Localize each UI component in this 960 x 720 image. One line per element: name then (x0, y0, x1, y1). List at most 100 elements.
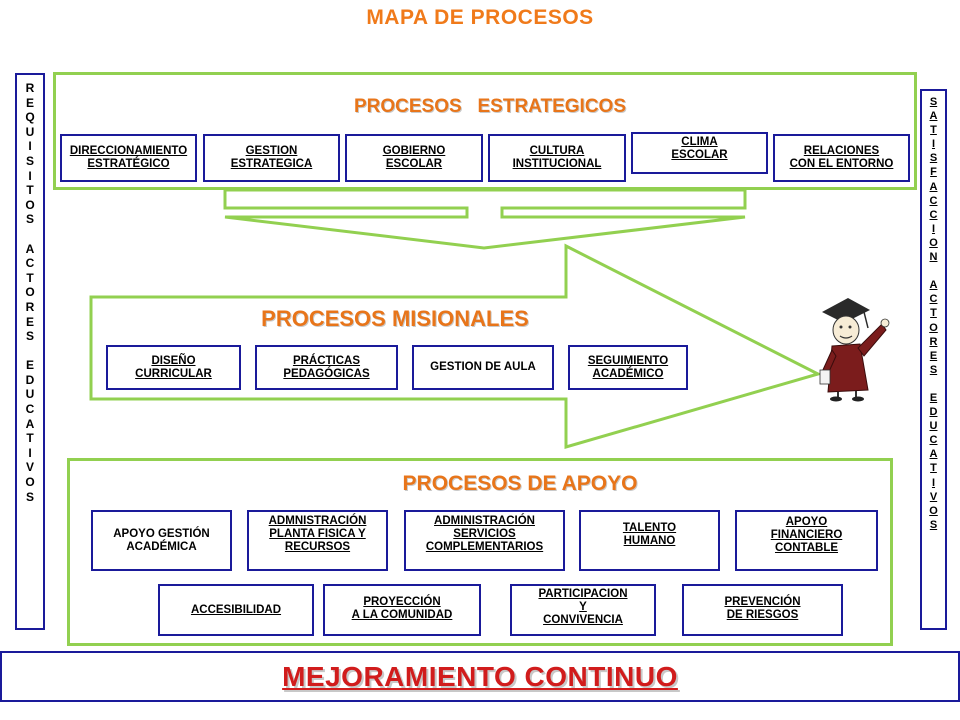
page-title: MAPA DE PROCESOS (366, 6, 594, 29)
process-box-direccionamiento[interactable]: DIRECCIONAMIENTO ESTRATÉGICO (60, 134, 197, 182)
process-label: DIRECCIONAMIENTO ESTRATÉGICO (69, 145, 188, 170)
strip-letter: S (929, 152, 938, 165)
strip-letter: T (930, 307, 937, 320)
strip-letter: O (25, 285, 35, 300)
process-label: APOYO GESTIÓN ACADÉMICA (113, 527, 210, 553)
strip-letter: T (26, 270, 34, 285)
process-box-apoyo-gestion-academica[interactable]: APOYO GESTIÓN ACADÉMICA (91, 510, 232, 571)
strip-letter: E (929, 349, 938, 362)
process-label: GESTION ESTRATEGICA (230, 145, 313, 170)
continuous-improvement-banner: MEJORAMIENTO CONTINUO (0, 651, 960, 702)
process-label: GOBIERNO ESCOLAR (382, 145, 446, 170)
strip-letter: E (929, 391, 938, 404)
strip-letter: O (25, 475, 35, 490)
process-label: PREVENCIÓN DE RIESGOS (724, 596, 801, 621)
strip-letter: S (25, 212, 34, 227)
strip-letter: T (26, 431, 34, 446)
process-label: GESTION DE AULA (430, 361, 536, 373)
graduate-figure-illustration (819, 298, 890, 402)
strip-letter: R (25, 299, 35, 314)
strip-letter: V (25, 460, 34, 475)
strip-letter: I (28, 445, 32, 460)
strip-letter: T (930, 462, 937, 475)
process-box-clima-escolar[interactable]: CLIMA ESCOLAR (631, 132, 768, 174)
strip-letter: O (929, 504, 938, 517)
support-processes-title: PROCESOS DE APOYO (402, 472, 638, 495)
process-label: PROYECCIÓN A LA COMUNIDAD (351, 596, 453, 621)
process-box-prevencion-riesgos[interactable]: PREVENCIÓN DE RIESGOS (682, 584, 843, 636)
missional-processes-title: PROCESOS MISIONALES (261, 306, 529, 331)
process-label: CULTURA INSTITUCIONAL (512, 145, 602, 170)
process-box-cultura-institucional[interactable]: CULTURA INSTITUCIONAL (488, 134, 626, 182)
process-label: DISEÑO CURRICULAR (135, 354, 212, 380)
strip-letter: A (929, 279, 938, 292)
process-box-gestion-aula[interactable]: GESTION DE AULA (412, 345, 554, 390)
strip-letter: I (931, 222, 936, 235)
strip-letter: U (25, 387, 35, 402)
process-label: ACCESIBILIDAD (190, 603, 282, 616)
process-box-proyeccion-comunidad[interactable]: PROYECCIÓN A LA COMUNIDAD (323, 584, 481, 636)
process-label: RELACIONES CON EL ENTORNO (789, 145, 894, 170)
strip-letter: A (929, 180, 938, 193)
strip-letter: S (25, 489, 34, 504)
strip-letter: C (25, 402, 35, 417)
strip-letter: I (28, 168, 32, 183)
process-box-accesibilidad[interactable]: ACCESIBILIDAD (158, 584, 314, 636)
process-box-talento-humano[interactable]: TALENTO HUMANO (579, 510, 720, 571)
strip-letter: A (25, 241, 35, 256)
process-box-apoyo-financiero[interactable]: APOYO FINANCIERO CONTABLE (735, 510, 878, 571)
process-label: CLIMA ESCOLAR (671, 136, 728, 161)
process-label: PARTICIPACION Y CONVIVENCIA (538, 588, 628, 626)
strip-letter: C (929, 434, 938, 447)
process-box-diseno-curricular[interactable]: DISEÑO CURRICULAR (106, 345, 241, 390)
strip-letter: C (25, 256, 35, 271)
process-box-planta-fisica[interactable]: ADMNISTRACIÓN PLANTA FISICA Y RECURSOS (247, 510, 388, 571)
strip-letter: U (25, 124, 35, 139)
process-box-servicios-complementarios[interactable]: ADMINISTRACIÓN SERVICIOS COMPLEMENTARIOS (404, 510, 565, 571)
strip-letter: C (929, 208, 938, 221)
strip-letter: E (25, 314, 34, 329)
strip-letter: Q (25, 110, 35, 125)
strip-letter: V (929, 490, 938, 503)
continuous-improvement-label: MEJORAMIENTO CONTINUO (282, 660, 678, 692)
strip-letter: S (929, 96, 938, 108)
right-vertical-strip: S A T I S F A C C I O N A C T O R E S E … (920, 89, 947, 630)
strip-letter: O (929, 236, 938, 249)
process-box-relaciones-entorno[interactable]: RELACIONES CON EL ENTORNO (773, 134, 910, 182)
process-label: TALENTO HUMANO (622, 522, 677, 547)
strip-letter: I (28, 139, 32, 154)
strip-letter: D (25, 372, 35, 387)
process-box-gestion-estrategica[interactable]: GESTION ESTRATEGICA (203, 134, 340, 182)
strip-letter: C (929, 293, 938, 306)
process-box-practicas-pedagogicas[interactable]: PRÁCTICAS PEDAGÓGICAS (255, 345, 398, 390)
strip-letter: S (929, 518, 938, 531)
strip-letter: T (26, 183, 34, 198)
strip-letter: O (25, 197, 35, 212)
strip-letter: E (25, 95, 34, 110)
left-vertical-strip: R E Q U I S I T O S A C T O R E S E D U … (15, 73, 45, 630)
process-label: APOYO FINANCIERO CONTABLE (770, 516, 843, 554)
strip-letter: A (929, 110, 938, 123)
process-box-participacion-convivencia[interactable]: PARTICIPACION Y CONVIVENCIA (510, 584, 656, 636)
strategic-processes-title: PROCESOS ESTRATEGICOS (353, 96, 627, 117)
process-label: PRÁCTICAS PEDAGÓGICAS (283, 354, 370, 380)
strategic-processes-frame (53, 72, 917, 190)
strip-letter: I (931, 476, 936, 489)
strip-letter: R (25, 81, 35, 95)
down-arrow (223, 188, 747, 250)
strip-letter: E (25, 358, 34, 373)
strip-letter: U (929, 420, 938, 433)
process-box-gobierno-escolar[interactable]: GOBIERNO ESCOLAR (345, 134, 483, 182)
strip-letter: T (930, 124, 937, 137)
strip-letter: C (929, 194, 938, 207)
strip-letter: R (929, 335, 938, 348)
strip-letter: A (929, 448, 938, 461)
process-label: ADMNISTRACIÓN PLANTA FISICA Y RECURSOS (268, 515, 367, 553)
strip-letter: O (929, 321, 938, 334)
process-box-seguimiento-academico[interactable]: SEGUIMIENTO ACADÉMICO (568, 345, 688, 390)
strip-letter: F (930, 166, 937, 179)
strip-letter: I (931, 138, 936, 151)
strip-letter: S (25, 153, 34, 168)
strip-letter: S (929, 363, 938, 376)
strip-letter: N (929, 251, 938, 264)
